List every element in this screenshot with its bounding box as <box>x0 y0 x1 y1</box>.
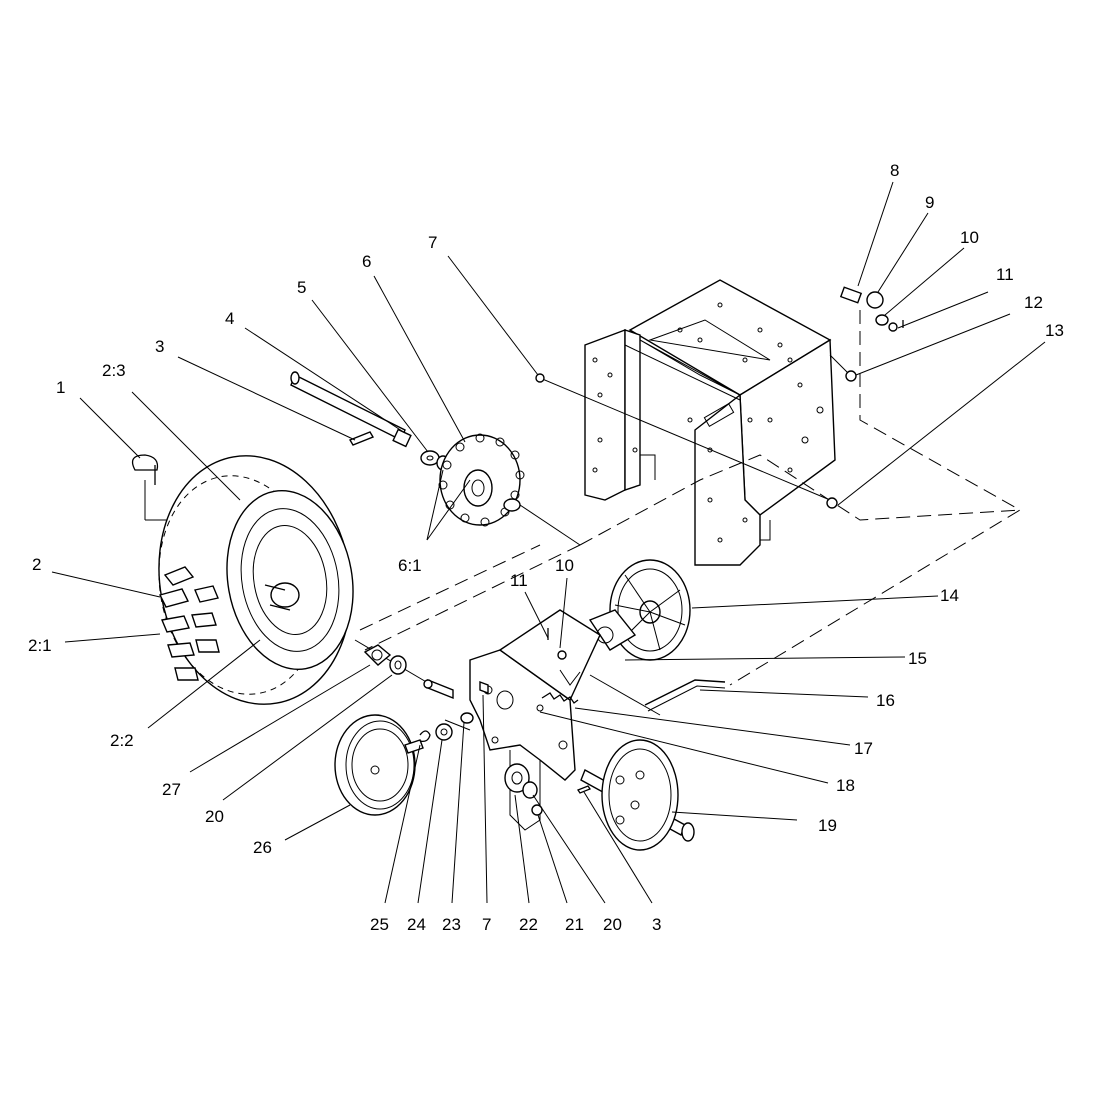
frame-housing <box>584 279 836 566</box>
rod-16 <box>644 679 726 712</box>
callout-9: 9 <box>925 193 934 212</box>
callout-7-bottom: 7 <box>482 915 491 934</box>
callout-2-3: 2:3 <box>102 361 126 380</box>
callout-19: 19 <box>818 816 837 835</box>
callout-26: 26 <box>253 838 272 857</box>
callout-2-1: 2:1 <box>28 636 52 655</box>
gear-19 <box>577 739 695 851</box>
pulley-14 <box>588 559 691 661</box>
upper-hardware <box>535 286 904 509</box>
assembly-lines <box>144 310 1021 731</box>
callout-25: 25 <box>370 915 389 934</box>
callout-8: 8 <box>890 161 899 180</box>
callout-2-2: 2:2 <box>110 731 134 750</box>
bearing-assembly <box>504 763 543 816</box>
side-plate <box>469 609 601 831</box>
axle-and-sprocket <box>290 371 525 527</box>
callout-13: 13 <box>1045 321 1064 340</box>
callout-22: 22 <box>519 915 538 934</box>
callout-labels: 1 2:3 3 4 5 6 7 8 9 10 11 12 13 2 2:1 2:… <box>28 161 1064 934</box>
callout-3-top: 3 <box>155 337 164 356</box>
callout-20-bottom: 20 <box>603 915 622 934</box>
callout-24: 24 <box>407 915 426 934</box>
callout-21: 21 <box>565 915 584 934</box>
callout-4: 4 <box>225 309 234 328</box>
callout-11-top: 11 <box>996 265 1014 284</box>
callout-5: 5 <box>297 278 306 297</box>
leader-lines <box>51 181 1046 904</box>
hairpin-part-1 <box>131 454 159 485</box>
callout-6: 6 <box>362 252 371 271</box>
lower-left-hardware <box>363 644 474 743</box>
callout-15: 15 <box>908 649 927 668</box>
callout-11-mid: 11 <box>510 571 528 590</box>
callout-14: 14 <box>940 586 959 605</box>
callout-17: 17 <box>854 739 873 758</box>
callout-27: 27 <box>162 780 181 799</box>
callout-20-left: 20 <box>205 807 224 826</box>
callout-6-1: 6:1 <box>398 556 422 575</box>
callout-2: 2 <box>32 555 41 574</box>
callout-1: 1 <box>56 378 65 397</box>
pulley-26 <box>334 714 424 816</box>
callout-18: 18 <box>836 776 855 795</box>
callout-3-bottom: 3 <box>652 915 661 934</box>
callout-16: 16 <box>876 691 895 710</box>
callout-7-top: 7 <box>428 233 437 252</box>
callout-10-mid: 10 <box>555 556 574 575</box>
callout-10-top: 10 <box>960 228 979 247</box>
callout-12: 12 <box>1024 293 1043 312</box>
tire-wheel <box>158 455 354 705</box>
callout-23: 23 <box>442 915 461 934</box>
